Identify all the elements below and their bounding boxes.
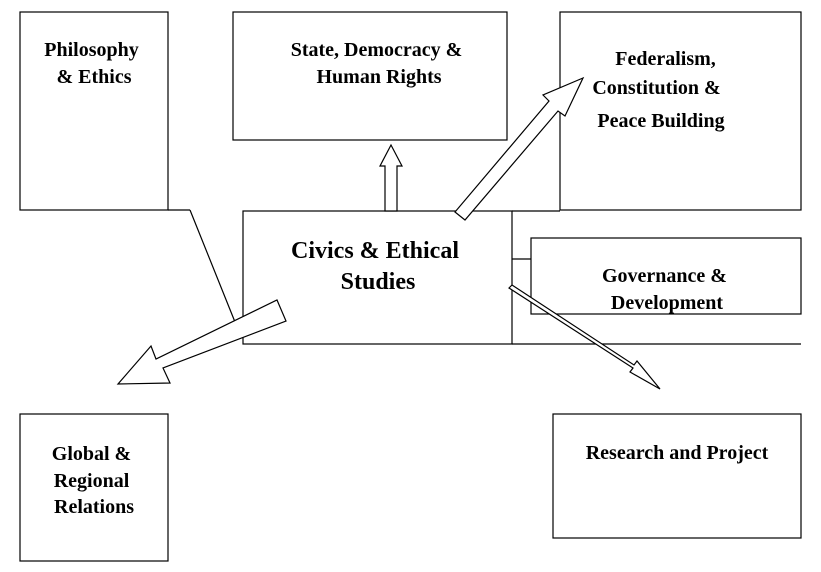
label-governance-line-1: Governance & bbox=[602, 265, 727, 287]
box-global-regional bbox=[19, 413, 169, 562]
box-state-democracy bbox=[232, 11, 508, 141]
label-global-line-1: Global & bbox=[52, 443, 131, 465]
arrow-up-state bbox=[379, 143, 403, 212]
box-philosophy-ethics bbox=[19, 11, 169, 211]
label-governance: Governance & Development bbox=[602, 265, 732, 314]
arrow-to-global bbox=[116, 299, 287, 385]
label-state-line-2: Human Rights bbox=[316, 66, 441, 88]
label-federalism-line-3: Peace Building bbox=[597, 110, 724, 132]
label-global-line-3: Relations bbox=[54, 496, 134, 518]
box-research-project bbox=[552, 413, 802, 539]
label-research-line-1: Research and Project bbox=[586, 442, 769, 464]
label-research: Research and Project bbox=[586, 442, 769, 464]
label-philosophy-line-2: & Ethics bbox=[57, 66, 132, 88]
label-center: Civics & Ethical Studies bbox=[291, 238, 465, 295]
label-center-line-2: Studies bbox=[341, 269, 416, 295]
label-federalism-line-1: Federalism, bbox=[615, 48, 716, 70]
connector-philosophy-diagonal bbox=[189, 209, 236, 323]
label-governance-line-2: Development bbox=[611, 292, 724, 314]
label-state: State, Democracy & Human Rights bbox=[291, 39, 468, 88]
label-philosophy: Philosophy & Ethics bbox=[44, 39, 143, 88]
label-state-line-1: State, Democracy & bbox=[291, 39, 463, 61]
box-center-civics bbox=[242, 210, 513, 345]
label-federalism: Federalism, Constitution & Peace Buildin… bbox=[592, 48, 725, 132]
label-global-line-2: Regional bbox=[54, 470, 130, 492]
label-federalism-line-2: Constitution & bbox=[592, 77, 720, 99]
label-center-line-1: Civics & Ethical bbox=[291, 238, 459, 264]
box-governance bbox=[530, 237, 802, 315]
arrow-to-federalism bbox=[454, 76, 585, 221]
label-global: Global & Regional Relations bbox=[52, 443, 136, 518]
box-federalism bbox=[559, 11, 802, 211]
label-philosophy-line-1: Philosophy bbox=[44, 39, 138, 61]
arrow-to-research bbox=[508, 284, 661, 390]
